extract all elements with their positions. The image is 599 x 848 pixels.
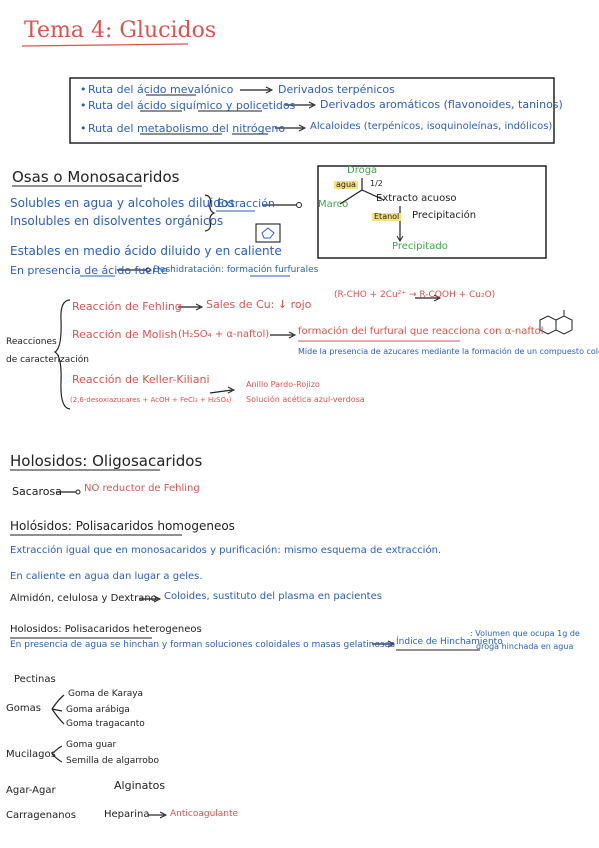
poli-homo-line-3b: Coloides, sustituto del plasma en pacien… xyxy=(164,591,382,602)
holosidos-heading: Holosidos: Oligosacaridos xyxy=(10,452,203,470)
fehling-result: Sales de Cu: ↓ rojo xyxy=(206,298,312,311)
diagram-agua: agua xyxy=(334,180,358,189)
page-title: Tema 4: Glucidos xyxy=(24,18,217,43)
poli-hetero-heading: Holosidos: Polisacaridos heterogeneos xyxy=(10,624,202,635)
fehling-equation: (R-CHO + 2Cu²⁺ → R-COOH + Cu₂O) xyxy=(334,290,496,300)
diagram-extracto: Extracto acuoso xyxy=(376,193,457,204)
mucilagos: Mucilagos xyxy=(6,749,56,760)
agar: Agar-Agar xyxy=(6,785,56,796)
route-2: Ruta del ácido siquímico y policetidos xyxy=(88,99,296,112)
gomas: Gomas xyxy=(6,703,41,714)
mucilagos-item-2: Semilla de algarrobo xyxy=(66,756,160,766)
sacarosa: Sacarosa xyxy=(12,485,62,498)
carragenanos: Carragenanos xyxy=(6,810,76,821)
poli-hetero-line-1: En presencia de agua se hinchan y forman… xyxy=(10,640,395,650)
reactions-label-2: de caracterización xyxy=(6,355,89,365)
poli-homo-line-3a: Almidón, celulosa y Dextrano xyxy=(10,593,157,604)
diagram-precipitado: Precipitado xyxy=(392,241,448,252)
osas-soluble-2: Insolubles en disolventes orgánicos xyxy=(10,214,224,228)
osas-stable: Estables en medio ácido diluido y en cal… xyxy=(10,244,282,258)
route-3-result: Alcaloides (terpénicos, isoquinoleínas, … xyxy=(310,121,553,132)
alginatos: Alginatos xyxy=(114,779,166,792)
molish-reaction: Reacción de Molish xyxy=(72,328,178,341)
heparina-note: Anticoagulante xyxy=(170,809,239,819)
molish-note: Mide la presencia de azucares mediante l… xyxy=(298,347,599,356)
pectinas: Pectinas xyxy=(14,674,56,685)
fehling-reaction: Reacción de Fehling xyxy=(72,300,182,313)
gomas-item-2: Goma arábiga xyxy=(66,705,130,715)
route-1-result: Derivados terpénicos xyxy=(278,83,395,96)
kk-result-1: Anillo Pardo-Rojizo xyxy=(246,380,320,389)
kk-reagent: (2,6-desoxiazucares + AcOH + FeCl₃ + H₂S… xyxy=(70,396,232,404)
osas-soluble-1: Solubles en agua y alcoholes diluidos xyxy=(10,196,235,210)
poli-homo-heading: Holósidos: Polisacaridos homogeneos xyxy=(10,519,235,533)
sacarosa-note: NO reductor de Fehling xyxy=(84,483,200,494)
molish-reagent: (H₂SO₄ + α-naftol) xyxy=(178,329,270,340)
poli-hetero-index-note-1: : Volumen que ocupa 1g de xyxy=(470,629,580,638)
osas-heading: Osas o Monosacaridos xyxy=(12,168,180,186)
poli-hetero-index-note-2: droga hinchada en agua xyxy=(476,642,574,651)
route-3-bullet: • xyxy=(80,122,87,135)
mucilagos-item-1: Goma guar xyxy=(66,740,117,750)
diagram-precipitacion: Precipitación xyxy=(412,210,477,221)
heparina: Heparina xyxy=(104,809,150,820)
diagram-ratio: 1/2 xyxy=(370,179,383,188)
diagram-etanol: Etanol xyxy=(372,212,402,221)
poli-homo-line-2: En caliente en agua dan lugar a geles. xyxy=(10,571,203,582)
molish-result: formación del furfural que reacciona con… xyxy=(298,326,544,337)
osas-extraction: Extracción xyxy=(217,197,275,210)
kk-result-2: Solución acética azul-verdosa xyxy=(246,395,365,404)
diagram-marco: Marco xyxy=(318,199,349,210)
route-3: Ruta del metabolismo del nitrógeno xyxy=(88,122,286,135)
gomas-item-1: Goma de Karaya xyxy=(68,689,144,699)
reactions-label-1: Reacciones xyxy=(6,337,57,347)
poli-homo-line-1: Extracción igual que en monosacaridos y … xyxy=(10,545,442,556)
route-1: Ruta del ácido mevalónico xyxy=(88,83,234,96)
osas-dehydration: Deshidratación: formación furfurales xyxy=(153,265,319,275)
diagram-droga: Droga xyxy=(347,165,378,176)
osas-acid: En presencia de ácido fuerte xyxy=(10,264,168,277)
route-2-result: Derivados aromáticos (flavonoides, tanin… xyxy=(320,98,563,111)
poli-hetero-index: Índice de Hinchamiento xyxy=(396,637,503,647)
gomas-item-3: Goma tragacanto xyxy=(66,719,145,729)
route-1-bullet: • xyxy=(80,83,87,96)
kk-reaction: Reacción de Keller-Kiliani xyxy=(72,373,210,386)
route-2-bullet: • xyxy=(80,99,87,112)
